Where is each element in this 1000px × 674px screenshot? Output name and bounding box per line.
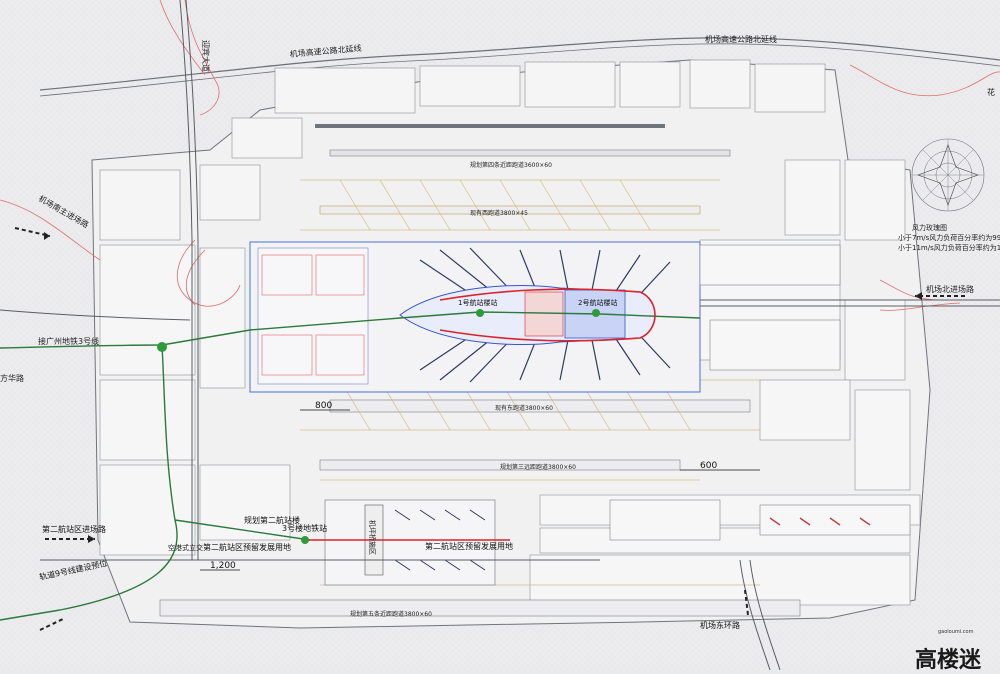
label-wind-rose-note2: 小于11m/s风力负荷百分率约为100%静风	[898, 243, 1000, 252]
label-wind-rose-note1: 小于7m/s风力负荷百分率约为99.98%	[898, 233, 1000, 242]
label-station-t3: 3号楼地铁站	[282, 523, 327, 533]
station-west-dot	[157, 342, 167, 352]
label-t3-reserve: 第二航站区预留发展用地	[425, 541, 513, 551]
label-dim-1200: 1,200	[210, 561, 236, 571]
label-interchange: 空港式立交	[168, 543, 203, 552]
brand-subtitle: gaoloumi.com	[938, 629, 974, 635]
expressway-north	[39, 37, 1000, 91]
station-t2-dot	[592, 309, 600, 317]
label-runway-fifth: 规划第五条近距跑道3800×60	[350, 610, 432, 618]
label-t2-reserve: 第二航站区预留发展用地	[203, 542, 291, 552]
label-t2: 规划第二航站楼	[244, 515, 300, 525]
label-road-east: 花	[987, 87, 995, 97]
label-station-t1: 1号航站楼站	[458, 298, 497, 307]
label-road-fanghua: 方华路	[0, 373, 24, 383]
label-airport-east-ring: 机场东环路	[700, 620, 740, 630]
station-t1-dot	[476, 309, 484, 317]
label-expressway-north-right: 机场高速公路北延线	[705, 34, 777, 44]
label-runway-third: 规划第三远距跑道3800×60	[500, 463, 576, 471]
label-apron-area: 机坪桥施区	[368, 520, 377, 555]
runways	[159, 124, 801, 617]
station-t3-dot	[301, 536, 309, 544]
terminal-complex	[249, 241, 701, 393]
rail-line	[305, 288, 656, 541]
label-runway-east: 现有东跑道3800×60	[495, 404, 553, 412]
label-metro-line3: 接广州地铁3号线	[38, 336, 99, 346]
metro-line	[0, 311, 701, 621]
compass-rose-icon	[911, 138, 985, 212]
label-taxiway-north: 现有西跑道3800×45	[470, 209, 528, 217]
brand-logo: 高楼迷	[915, 647, 982, 670]
label-north-entry-road: 机场北进场路	[926, 284, 974, 294]
label-dim-600: 600	[700, 461, 717, 471]
interchanges	[0, 0, 1000, 311]
east-area	[699, 244, 841, 371]
label-runway-north: 规划第四条近距跑道3600×60	[470, 161, 552, 169]
west-blocks	[99, 244, 291, 556]
dimension-lines	[200, 409, 760, 571]
second-terminal-area	[324, 499, 911, 586]
stations	[157, 309, 600, 544]
label-road-left-top: 迎宾大道	[201, 40, 211, 72]
north-blocks	[99, 59, 826, 241]
label-second-terminal-entry: 第二航站区进场路	[42, 524, 106, 534]
label-wind-rose-title: 风力玫瑰图	[912, 223, 947, 232]
label-station-t2: 2号航站楼站	[578, 298, 617, 307]
label-dim-800: 800	[315, 401, 332, 411]
